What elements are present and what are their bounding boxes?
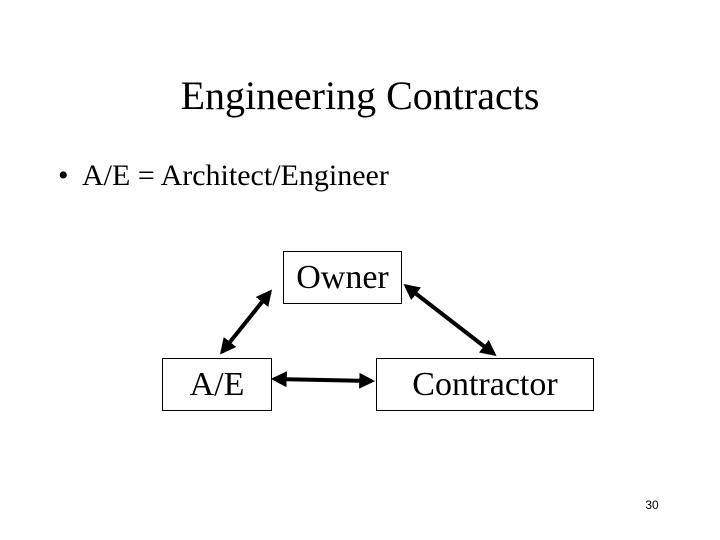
contractor-node: Contractor: [376, 358, 594, 411]
bullet-text: A/E = Architect/Engineer: [82, 159, 389, 192]
bullet-marker: •: [58, 159, 69, 192]
ae-node: A/E: [162, 358, 272, 411]
contractor-label: Contractor: [412, 365, 558, 403]
bullet-item: • A/E = Architect/Engineer: [58, 158, 389, 194]
arrow-ae-contractor: [270, 371, 376, 389]
arrow-owner-ae: [220, 289, 272, 355]
owner-label: Owner: [296, 258, 389, 296]
arrow-owner-contractor: [403, 284, 497, 356]
owner-node: Owner: [283, 251, 402, 304]
slide-title: Engineering Contracts: [180, 73, 540, 118]
page-number: 30: [645, 498, 659, 512]
ae-label: A/E: [189, 365, 245, 403]
